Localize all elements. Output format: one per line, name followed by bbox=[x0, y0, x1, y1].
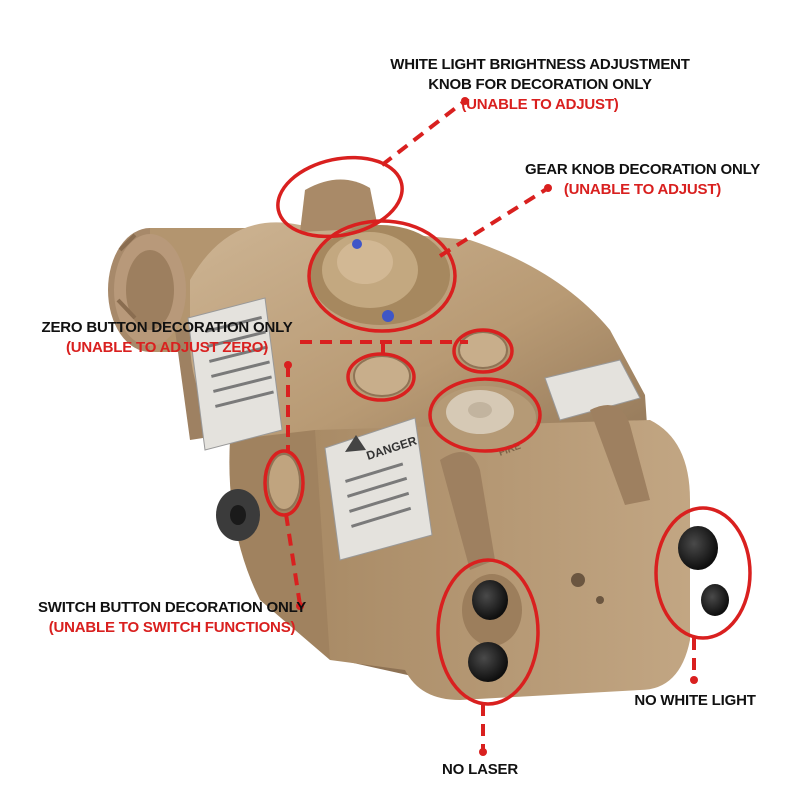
callout-white-light-knob-line2: KNOB FOR DECORATION ONLY bbox=[428, 76, 652, 93]
circle-zero-right bbox=[452, 328, 514, 374]
leader-endpoints bbox=[284, 97, 698, 756]
leader-gear-knob bbox=[438, 188, 547, 258]
white-light-lenses bbox=[678, 526, 729, 616]
callout-zero-button: ZERO BUTTON DECORATION ONLY (UNABLE TO A… bbox=[22, 318, 312, 358]
leader-brightness-knob bbox=[380, 101, 464, 167]
side-pressure-switch bbox=[216, 489, 260, 541]
fire-button-shape: FIRE bbox=[432, 386, 536, 459]
brightness-knob-shape bbox=[300, 179, 378, 232]
callout-gear-knob: GEAR KNOB DECORATION ONLY (UNABLE TO ADJ… bbox=[505, 160, 780, 200]
callout-zero-button-title: ZERO BUTTON DECORATION ONLY bbox=[41, 319, 293, 336]
circle-gear-knob bbox=[307, 219, 457, 333]
callout-gear-knob-title: GEAR KNOB DECORATION ONLY bbox=[524, 161, 760, 178]
callout-switch-button-title: SWITCH BUTTON DECORATION ONLY bbox=[37, 599, 307, 616]
zero-button-left-shape bbox=[353, 355, 411, 397]
callout-zero-button-note: (UNABLE TO ADJUST ZERO) bbox=[65, 339, 269, 356]
zero-button-right-shape bbox=[458, 331, 508, 369]
dashed-leader-lines bbox=[284, 101, 696, 752]
callout-white-light-knob-note: (UNABLE TO ADJUST) bbox=[461, 96, 619, 113]
circle-white-light bbox=[654, 506, 752, 640]
callout-no-laser-title: NO LASER bbox=[442, 761, 518, 778]
laser-lenses bbox=[462, 574, 522, 682]
callout-switch-button: SWITCH BUTTON DECORATION ONLY (UNABLE TO… bbox=[12, 598, 332, 638]
circle-fire-button bbox=[428, 377, 542, 453]
callout-switch-button-note: (UNABLE TO SWITCH FUNCTIONS) bbox=[48, 619, 296, 636]
circle-brightness-knob bbox=[276, 155, 404, 239]
callout-no-white-light: NO WHITE LIGHT bbox=[600, 691, 790, 711]
callout-white-light-knob: WHITE LIGHT BRIGHTNESS ADJUSTMENT KNOB F… bbox=[370, 55, 710, 115]
callout-no-laser: NO LASER bbox=[420, 760, 540, 780]
warning-label-danger: DANGER bbox=[324, 417, 433, 561]
annotation-circles bbox=[263, 155, 752, 706]
laser-warning-icon bbox=[345, 435, 366, 452]
callout-white-light-knob-line1: WHITE LIGHT BRIGHTNESS ADJUSTMENT bbox=[390, 56, 690, 73]
warning-label-left bbox=[187, 297, 283, 451]
circle-laser bbox=[436, 558, 540, 706]
callout-no-white-light-title: NO WHITE LIGHT bbox=[634, 692, 756, 709]
callout-gear-knob-note: (UNABLE TO ADJUST) bbox=[563, 181, 722, 198]
circle-switch-button bbox=[263, 449, 305, 517]
peq-device: FIRE DANGER bbox=[108, 179, 729, 700]
warning-label-right bbox=[544, 359, 641, 421]
gear-knob-shape bbox=[310, 225, 450, 325]
device-body-top bbox=[190, 222, 650, 470]
